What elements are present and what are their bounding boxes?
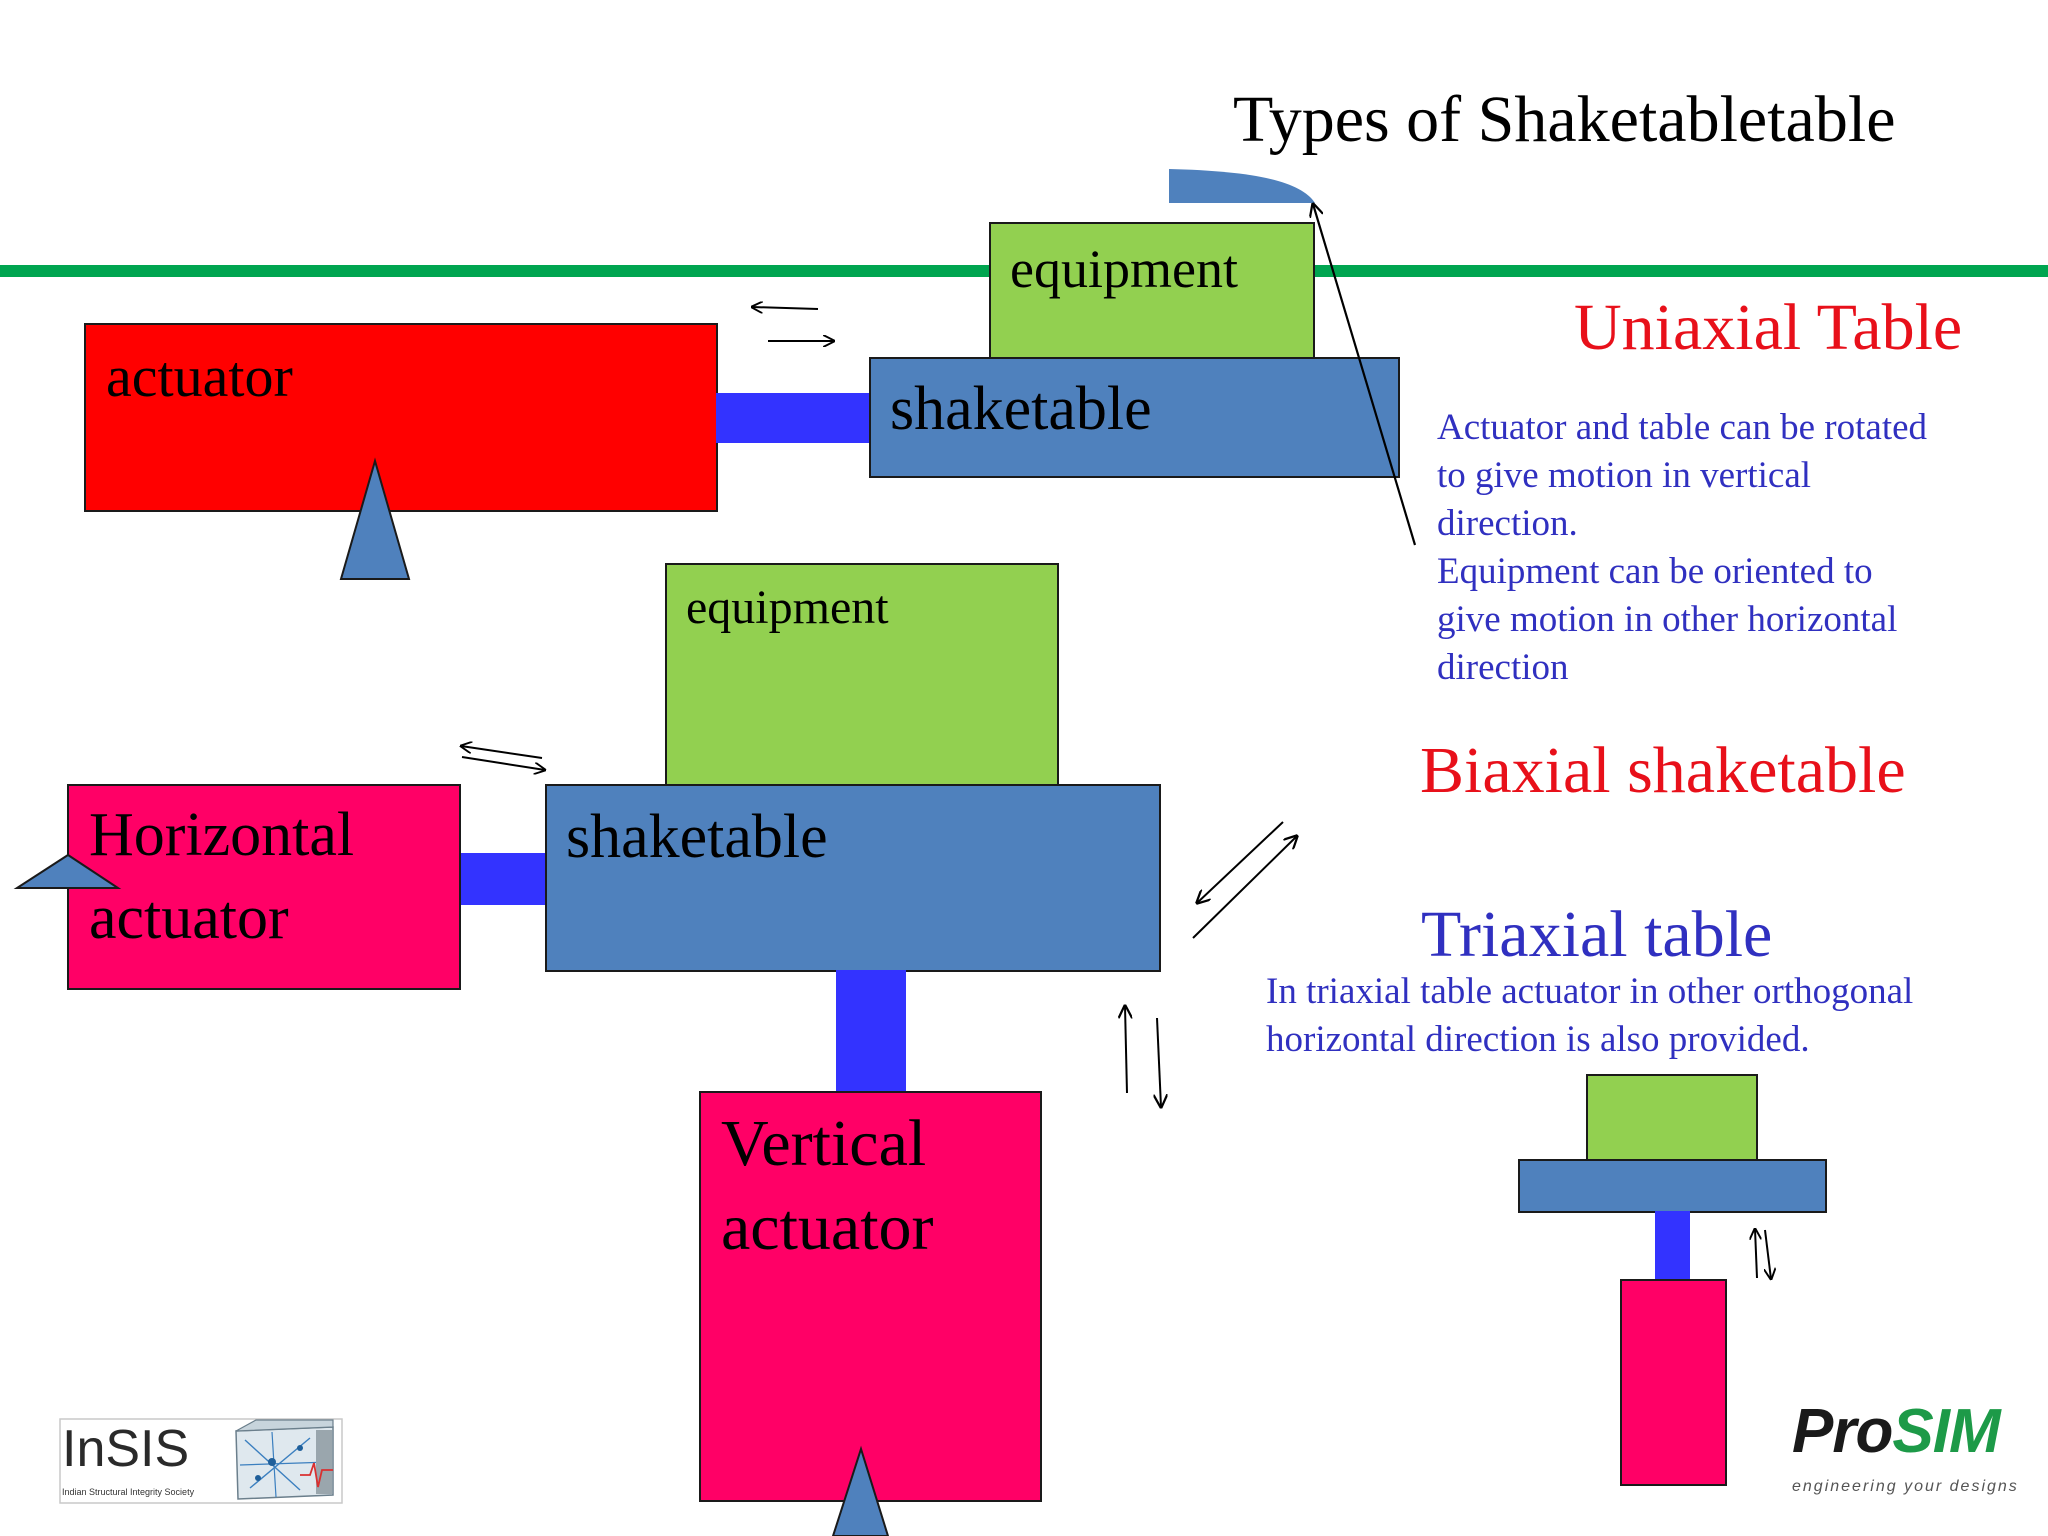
uniaxial-actuator-label: actuator	[106, 344, 293, 409]
uniaxial-actuator	[84, 323, 718, 512]
biaxial-equipment-label: equipment	[686, 581, 889, 634]
triaxial-heading: Triaxial table	[1421, 898, 1773, 971]
uniaxial-shaketable	[869, 357, 1400, 478]
triaxial-equipment	[1586, 1074, 1758, 1162]
callout-arrow	[1313, 204, 1417, 546]
uniaxial-arrow-left	[752, 307, 819, 309]
prosim-logo-pro: Pro	[1792, 1397, 1893, 1466]
biaxial-arrow-left	[461, 746, 543, 759]
uniaxial-heading: Uniaxial Table	[1574, 291, 1963, 364]
uniaxial-equipment	[989, 222, 1315, 359]
triaxial-note: In triaxial table actuator in other orth…	[1266, 968, 1913, 1064]
biaxial-shaketable	[545, 784, 1161, 972]
uniaxial-note: Actuator and table can be rotated to giv…	[1437, 404, 1927, 692]
vertical-rod	[836, 970, 906, 1093]
insis-logo-graphic	[59, 1418, 343, 1504]
uniaxial-note-line: direction	[1437, 647, 1569, 688]
horizontal-actuator-support	[13, 853, 122, 889]
uniaxial-rod	[716, 393, 872, 443]
horizontal-actuator-label-line2: actuator	[89, 884, 289, 952]
biaxial-heading: Biaxial shaketable	[1420, 734, 1906, 807]
triaxial-arrow-down	[1765, 1229, 1771, 1279]
insis-logo-tagline: Indian Structural Integrity Society	[62, 1487, 195, 1497]
diagonal-arrow-down-left	[1197, 821, 1284, 903]
uniaxial-support	[339, 457, 411, 580]
triaxial-note-line: horizontal direction is also provided.	[1266, 1019, 1810, 1060]
horizontal-actuator	[67, 784, 461, 990]
insis-logo-name: InSIS	[62, 1420, 190, 1478]
title-callout	[1169, 169, 1315, 203]
vertical-actuator-label-line2: actuator	[721, 1191, 934, 1264]
diagonal-arrow-up-right	[1192, 836, 1297, 939]
uniaxial-note-line: give motion in other horizontal	[1437, 599, 1898, 640]
uniaxial-equipment-label: equipment	[1010, 239, 1238, 299]
biaxial-shaketable-label: shaketable	[566, 803, 828, 871]
vertical-actuator-support	[831, 1445, 890, 1536]
horizontal-actuator-label-line1: Horizontal	[89, 801, 355, 869]
uniaxial-note-line: to give motion in vertical	[1437, 455, 1812, 496]
triaxial-rod	[1655, 1211, 1690, 1281]
uniaxial-note-line: Equipment can be oriented to	[1437, 551, 1873, 592]
prosim-logo-tagline: engineering your designs	[1792, 1478, 2019, 1495]
vertical-arrow-down	[1157, 1017, 1161, 1107]
page-title: Types of Shaketabletable	[1233, 83, 1896, 156]
uniaxial-note-line: Actuator and table can be rotated	[1437, 407, 1928, 448]
horizontal-rod	[461, 853, 547, 905]
prosim-logo: ProSIM	[1792, 1396, 2001, 1467]
uniaxial-note-line: direction.	[1437, 503, 1578, 544]
prosim-logo-sim: SIM	[1892, 1397, 2000, 1466]
biaxial-arrow-right	[461, 756, 545, 770]
vertical-actuator	[699, 1091, 1042, 1502]
vertical-actuator-label-line1: Vertical	[721, 1107, 927, 1180]
uniaxial-shaketable-label: shaketable	[890, 375, 1152, 443]
triaxial-note-line: In triaxial table actuator in other orth…	[1266, 971, 1914, 1012]
vertical-arrow-up	[1125, 1006, 1127, 1094]
triaxial-arrow-up	[1755, 1229, 1757, 1279]
triaxial-actuator	[1620, 1279, 1727, 1486]
